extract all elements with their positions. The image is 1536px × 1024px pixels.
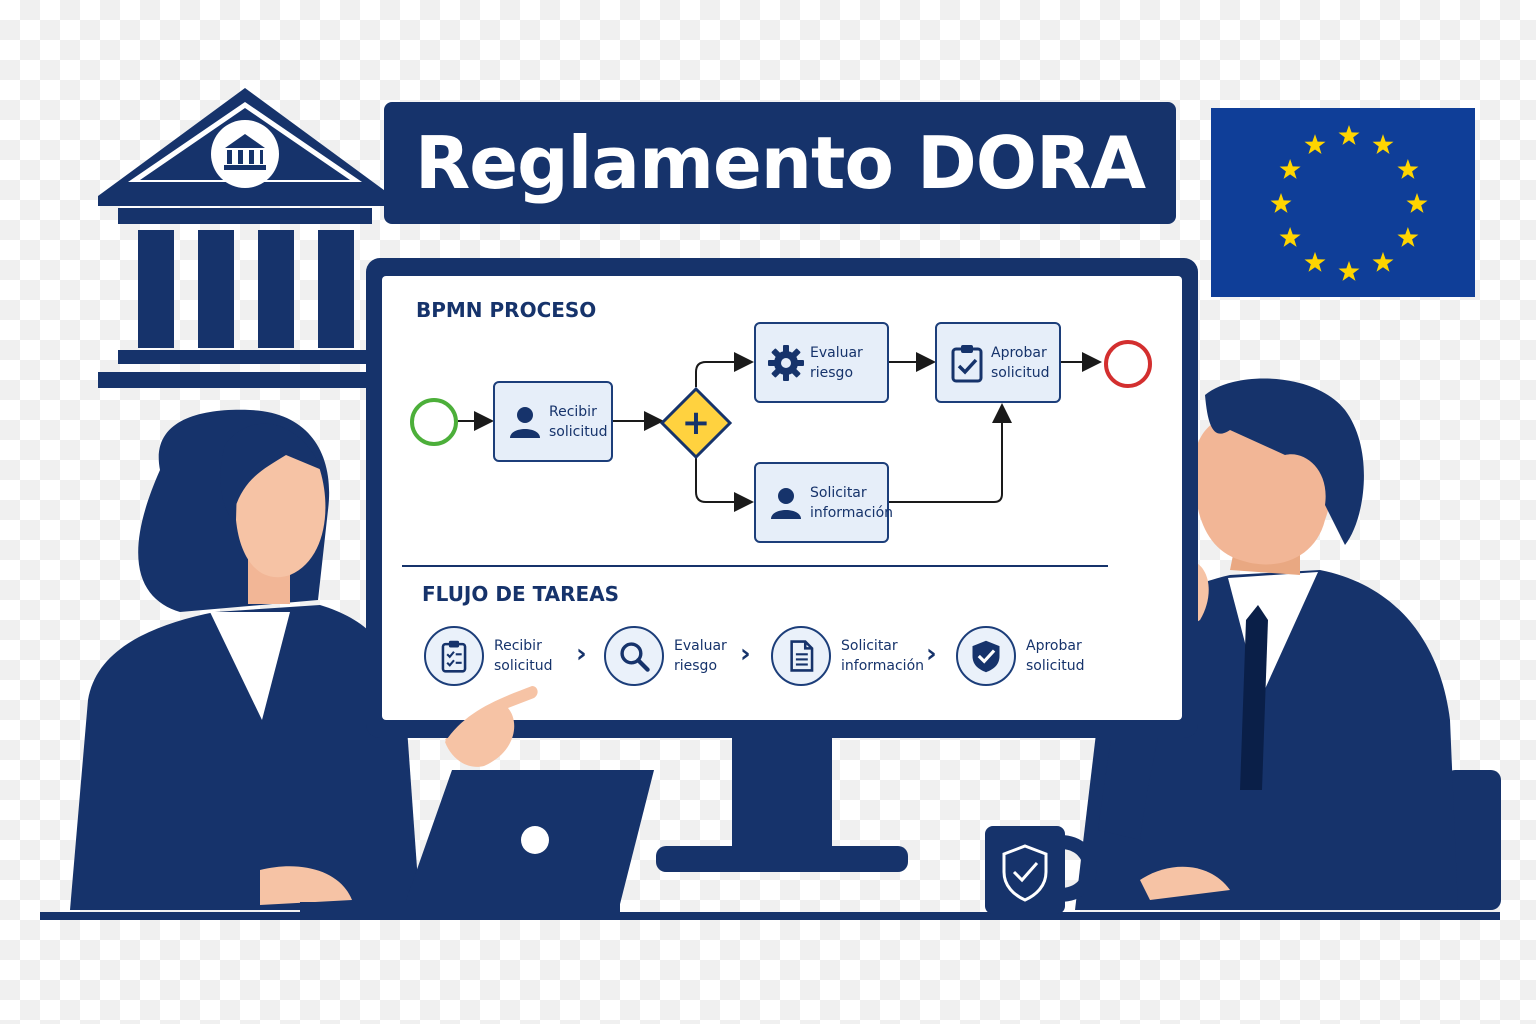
bank-building-icon [98,88,392,388]
task-label-line2: riesgo [810,364,854,381]
user-icon [510,406,540,438]
task-aprobar-solicitud[interactable]: Aprobar solicitud [935,322,1061,403]
step-label-line2: información [841,658,925,674]
parallel-gateway: + [659,386,733,460]
shield-check-icon [972,640,1000,673]
chevron-right-icon: › [926,639,937,669]
eu-star-icon [1279,159,1301,179]
step-label-line2: solicitud [1026,658,1085,674]
eu-star-icon [1270,193,1292,213]
step-label-line1: Solicitar [841,638,898,654]
clipboard-check-icon [951,344,983,382]
eu-star-icon [1397,159,1419,179]
task-label-line2: información [810,504,894,521]
eu-star-icon [1372,251,1394,272]
magnifier-icon [620,642,650,672]
task-label-line1: Solicitar [810,484,867,501]
flujo-step-aprobar[interactable]: Aprobar solicitud [956,626,1084,686]
eu-star-icon [1304,251,1326,272]
flujo-step-evaluar[interactable]: Evaluar riesgo [604,626,727,686]
mug [985,826,1097,914]
task-evaluar-riesgo[interactable]: Evaluar riesgo [754,322,889,403]
user-icon [771,487,801,519]
task-label-line1: Recibir [549,403,597,420]
task-label-line2: solicitud [549,423,608,440]
flujo-step-solicitar[interactable]: Solicitar información [771,626,924,686]
gear-icon [768,344,804,381]
chevron-right-icon: › [740,639,751,669]
chevron-right-icon: › [576,639,587,669]
gateway-diamond [659,386,733,460]
step-label-line2: solicitud [494,658,553,674]
end-event [1104,340,1152,388]
desk [40,912,1500,920]
eu-star-icon [1279,227,1301,247]
laptop [300,770,654,914]
eu-star-icon [1338,261,1360,281]
step-label-line1: Evaluar [674,638,727,654]
title-banner: Reglamento DORA [384,102,1176,224]
step-label-line1: Recibir [494,638,542,654]
flujo-heading: FLUJO DE TAREAS [422,582,620,606]
eu-star-icon [1397,227,1419,247]
task-solicitar-informacion[interactable]: Solicitar información [754,462,893,543]
eu-star-icon [1372,134,1394,154]
monitor-stand [656,736,908,872]
gateway-plus: + [681,403,711,443]
task-label-line2: solicitud [991,364,1050,381]
task-label-line1: Aprobar [991,344,1047,361]
bpmn-heading: BPMN PROCESO [416,298,597,322]
task-recibir-solicitud[interactable]: Recibir solicitud [493,381,613,462]
document-icon [790,640,814,672]
clipboard-check-icon [441,640,467,673]
flujo-step-recibir[interactable]: Recibir solicitud [424,626,552,686]
task-label-line1: Evaluar [810,344,863,361]
step-label-line1: Aprobar [1026,638,1082,654]
step-label-line2: riesgo [674,658,718,674]
start-event [410,398,458,446]
page-title: Reglamento DORA [414,121,1146,205]
eu-star-icon [1304,134,1326,154]
eu-star-icon [1406,193,1428,213]
eu-flag-icon [1211,108,1475,297]
eu-star-icon [1338,125,1360,145]
